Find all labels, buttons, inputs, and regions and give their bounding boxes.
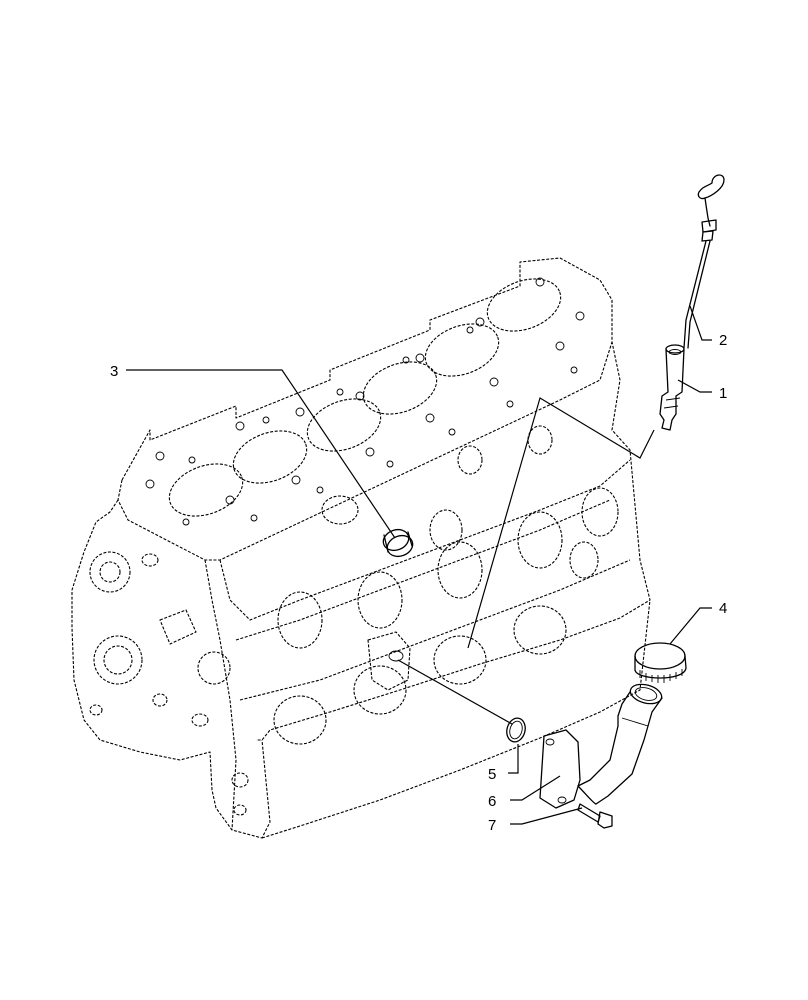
leader-lines	[126, 305, 712, 825]
callout-3: 3	[110, 363, 118, 380]
part-5-o-ring	[506, 717, 526, 743]
callout-5: 5	[488, 766, 496, 783]
part-4-filler-cap	[634, 642, 687, 683]
part-1-dipstick-tube	[659, 344, 685, 431]
callout-6: 6	[488, 793, 496, 810]
callout-1: 1	[719, 385, 727, 402]
callout-2: 2	[719, 332, 727, 349]
engine-block	[71, 257, 651, 839]
part-3-seal-plug	[382, 528, 414, 558]
part-2-dipstick	[683, 174, 725, 349]
callout-7: 7	[488, 817, 496, 834]
part-7-bolt	[577, 803, 613, 829]
part-6-filler-pipe	[539, 683, 663, 809]
callout-4: 4	[719, 600, 727, 617]
